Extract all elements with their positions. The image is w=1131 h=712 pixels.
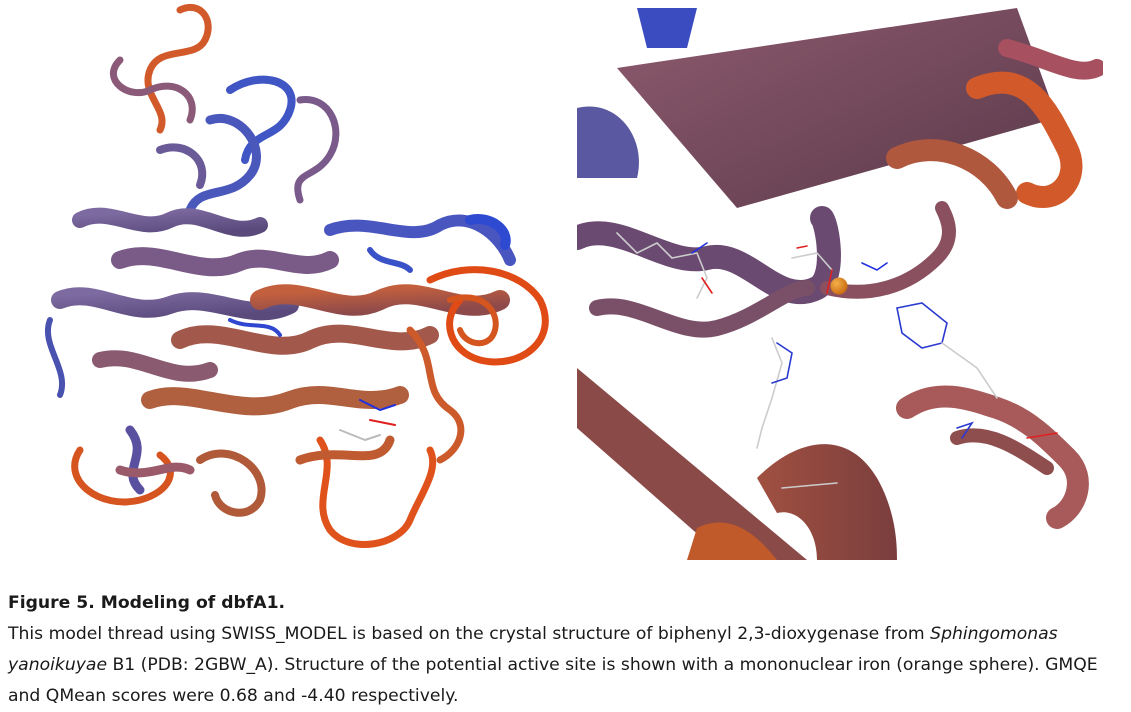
iron-sphere — [830, 277, 848, 295]
figure-title: Figure 5. Modeling of dbfA1. — [8, 593, 286, 613]
caption-text-part1: This model thread using SWISS_MODEL is b… — [8, 624, 925, 644]
figure-caption: Figure 5. Modeling of dbfA1. This model … — [8, 588, 1123, 712]
active-site-panel — [577, 8, 1103, 560]
active-site-closeup — [577, 8, 1103, 560]
protein-ribbon-structure — [45, 3, 549, 548]
species-name: Sphingomonas yanoikuyae — [8, 624, 1058, 675]
caption-text-part2: B1 (PDB: 2GBW_A). Structure of the poten… — [8, 655, 1098, 706]
protein-model-panel — [0, 0, 568, 560]
